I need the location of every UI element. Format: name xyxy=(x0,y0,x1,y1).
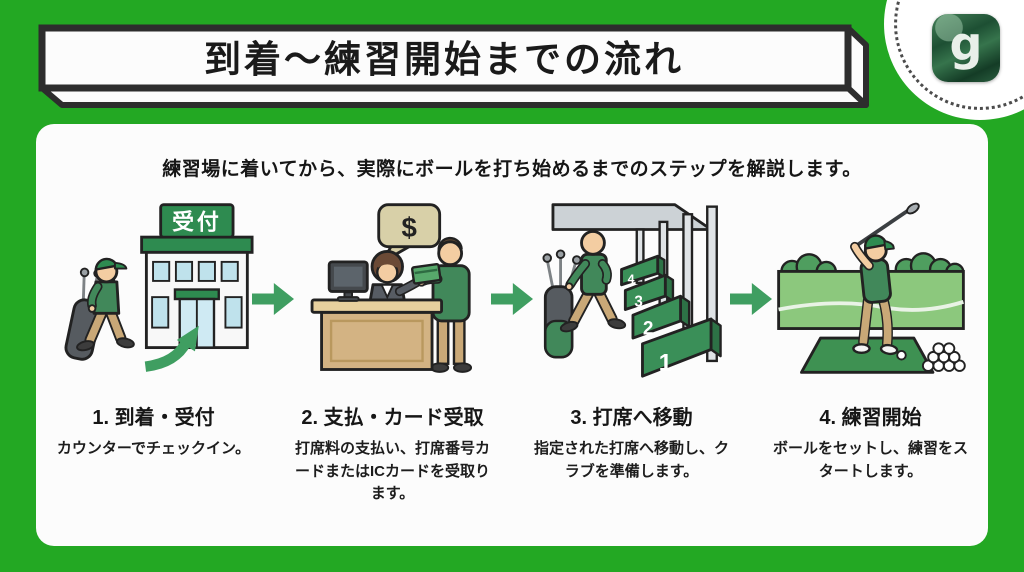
flow-arrow-icon xyxy=(252,283,294,315)
reception-building: 受付 xyxy=(139,203,254,350)
app-logo-icon: g xyxy=(932,14,1000,82)
arrival-reception-illustration: 受付 xyxy=(64,203,254,372)
step-1-description: カウンターでチェックイン。 xyxy=(56,440,251,457)
flow-arrow-icon xyxy=(730,283,772,315)
banner-3d-frame xyxy=(38,24,869,108)
swinging-golfer xyxy=(849,202,920,356)
golf-bag xyxy=(541,249,582,359)
walking-golfer xyxy=(559,229,626,333)
steps-flow: 受付 xyxy=(36,181,988,506)
logo-letter: g xyxy=(949,17,983,71)
walking-golfer xyxy=(64,257,135,361)
bay-number: 1 xyxy=(658,349,671,376)
step-4-heading: 4. 練習開始 xyxy=(819,407,922,429)
step-column-1: 受付 xyxy=(50,197,257,461)
step-4-description: ボールをセットし、練習をスタートします。 xyxy=(772,440,968,480)
title-banner: 到着〜練習開始までの流れ xyxy=(38,24,880,110)
bay-number: 4 xyxy=(627,272,634,286)
content-card: 練習場に着いてから、実際にボールを打ち始めるまでのステップを解説します。 受付 xyxy=(36,124,988,546)
flow-arrow-icon xyxy=(491,283,533,315)
numbered-bays: 4 3 2 1 xyxy=(619,254,722,378)
bay-number: 2 xyxy=(642,318,653,339)
step-2-description: 打席料の支払い、打席番号カードまたはICカードを受取ります。 xyxy=(294,440,490,502)
bay-number: 3 xyxy=(634,294,642,311)
step-column-3: 4 3 2 1 xyxy=(528,197,735,483)
page-title: 到着〜練習開始までの流れ xyxy=(204,40,684,81)
step-2-heading: 2. 支払・カード受取 xyxy=(301,407,484,429)
curved-up-arrow-icon xyxy=(144,325,199,372)
computer-monitor-icon xyxy=(327,260,369,302)
move-to-bay-illustration: 4 3 2 1 xyxy=(541,203,722,378)
logo-badge: g xyxy=(884,0,1024,120)
bay-card xyxy=(410,262,442,285)
step-column-4: 4. 練習開始 ボールをセットし、練習をスタートします。 xyxy=(767,197,974,483)
reception-sign-text: 受付 xyxy=(172,210,221,235)
payment-counter-illustration: $ xyxy=(310,203,472,373)
reception-counter xyxy=(310,298,443,371)
dollar-symbol: $ xyxy=(401,212,416,243)
golf-ball-pyramid xyxy=(921,342,966,372)
intro-text: 練習場に着いてから、実際にボールを打ち始めるまでのステップを解説します。 xyxy=(162,159,862,180)
step-1-heading: 1. 到着・受付 xyxy=(92,407,215,429)
step-column-2: $ xyxy=(289,197,496,506)
practice-swing-illustration xyxy=(776,202,966,374)
step-3-description: 指定された打席へ移動し、クラブを準備します。 xyxy=(533,440,729,480)
step-3-heading: 3. 打席へ移動 xyxy=(570,407,693,429)
